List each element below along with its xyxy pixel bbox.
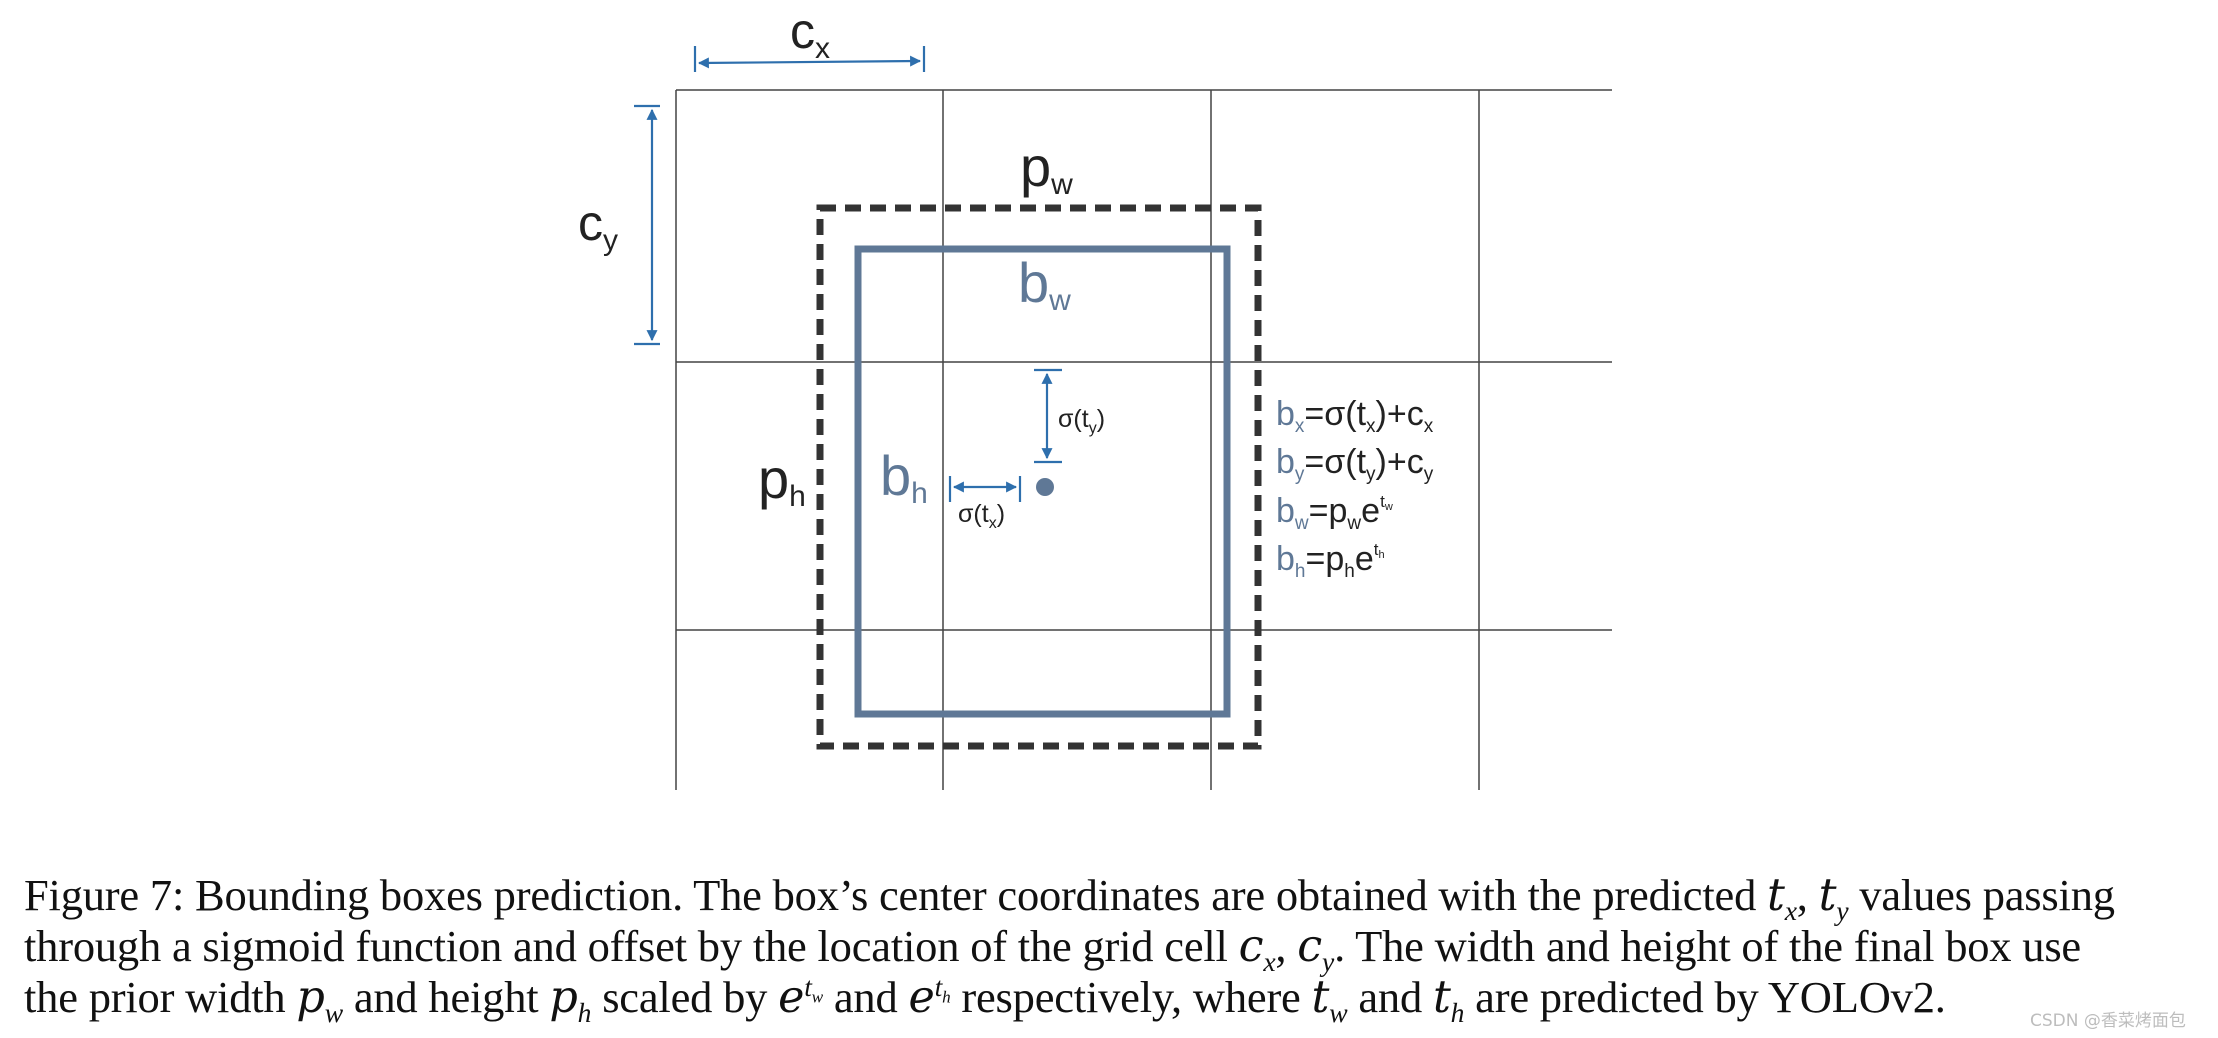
cy-dimension	[634, 104, 660, 346]
cx-label: cx	[790, 3, 830, 65]
bounding-box-prediction-figure: cx cy pw ph bw bh σ(ty) σ(tx) bx=σ(tx)+c…	[578, 3, 1612, 790]
equations: bx=σ(tx)+cx by=σ(ty)+cy bw=pwetw bh=phet…	[1276, 395, 1434, 582]
caption-line-2: through a sigmoid function and offset by…	[24, 921, 2081, 977]
cx-dimension	[693, 46, 926, 72]
bh-label: bh	[880, 444, 928, 510]
box-center-point	[1036, 478, 1054, 496]
predicted-box	[854, 245, 1231, 718]
figure-caption: Figure 7: Bounding boxes prediction. The…	[24, 870, 2204, 1028]
equation-by: by=σ(ty)+cy	[1276, 443, 1434, 485]
grid	[675, 89, 1612, 790]
pw-label: pw	[1020, 135, 1073, 201]
caption-line-3: the prior width pw and height ph scaled …	[24, 971, 1946, 1028]
ph-label: ph	[758, 447, 806, 513]
watermark: CSDN @香菜烤面包	[2030, 1011, 2186, 1031]
cy-label: cy	[578, 195, 618, 257]
equation-bh: bh=pheth	[1276, 540, 1385, 582]
sigma-ty-label: σ(ty)	[1058, 405, 1105, 437]
bw-label: bw	[1018, 251, 1071, 317]
sigma-ty-arrow	[1034, 368, 1062, 464]
caption-line-1: Figure 7: Bounding boxes prediction. The…	[24, 870, 2115, 926]
sigma-tx-arrow	[948, 476, 1022, 502]
prior-box	[816, 204, 1262, 750]
equation-bx: bx=σ(tx)+cx	[1276, 395, 1434, 437]
equation-bw: bw=pwetw	[1276, 492, 1393, 534]
sigma-tx-label: σ(tx)	[958, 500, 1005, 532]
